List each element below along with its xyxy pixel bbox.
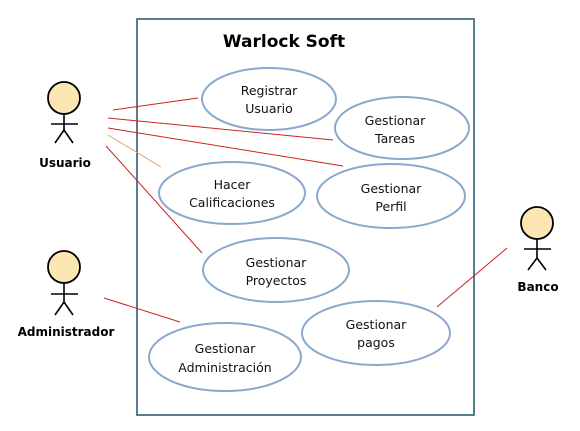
assoc-administrador-administracion [103,297,181,323]
actor-label: Banco [517,280,558,294]
assoc-usuario-registrar [112,97,199,111]
actor-right-leg [63,129,74,144]
actor-left-leg [527,257,538,271]
use-case-gestionar-pagos: Gestionar pagos [301,300,451,366]
system-boundary [136,18,475,416]
use-case-ellipse [202,237,350,303]
use-case-label-line2: Calificaciones [189,195,275,210]
use-case-label-line2: pagos [357,335,395,350]
actor-right-leg [63,301,74,316]
use-case-ellipse [301,300,451,366]
use-case-label-line1: Gestionar [361,181,422,196]
actor-administrador: Administrador [18,250,115,339]
use-case-label-line2: Tareas [374,131,415,146]
actor-usuario: Usuario [39,81,91,170]
use-case-ellipse [316,163,466,229]
use-case-ellipse [334,96,470,160]
use-case-ellipse [158,161,306,225]
use-case-gestionar-administracion: Gestionar Administración [148,322,302,392]
actor-head [520,206,554,240]
assoc-usuario-tareas [107,117,334,141]
use-case-label-line1: Gestionar [365,113,426,128]
use-case-label-line1: Gestionar [246,255,307,270]
use-case-registrar-usuario: Registrar Usuario [201,67,337,131]
actor-label: Administrador [18,325,115,339]
actor-left-leg [54,301,65,316]
actor-head [47,250,81,284]
actor-label: Usuario [39,156,91,170]
use-case-label-line1: Hacer [214,177,252,192]
use-case-label-line1: Registrar [241,83,298,98]
assoc-usuario-perfil [107,127,344,167]
assoc-usuario-proyectos [105,145,203,254]
use-case-label-line2: Usuario [245,101,293,116]
actor-left-leg [54,129,65,144]
use-case-gestionar-proyectos: Gestionar Proyectos [202,237,350,303]
use-case-ellipse [148,322,302,392]
use-case-label-line2: Perfil [375,199,406,214]
actor-banco: Banco [517,206,559,294]
assoc-usuario-calificaciones [107,134,162,168]
actor-head [47,81,81,115]
use-case-label-line1: Gestionar [346,317,407,332]
system-title: Warlock Soft [223,32,345,52]
use-case-gestionar-perfil: Gestionar Perfil [316,163,466,229]
use-case-label-line1: Gestionar [195,341,256,356]
use-case-gestionar-tareas: Gestionar Tareas [334,96,470,160]
use-case-label-line2: Proyectos [246,273,307,288]
use-case-ellipse [201,67,337,131]
use-case-hacer-calificaciones: Hacer Calificaciones [158,161,306,225]
use-case-label-line2: Administración [178,360,271,375]
actor-right-leg [536,257,547,271]
associations [103,97,508,323]
assoc-banco-pagos [436,247,508,308]
